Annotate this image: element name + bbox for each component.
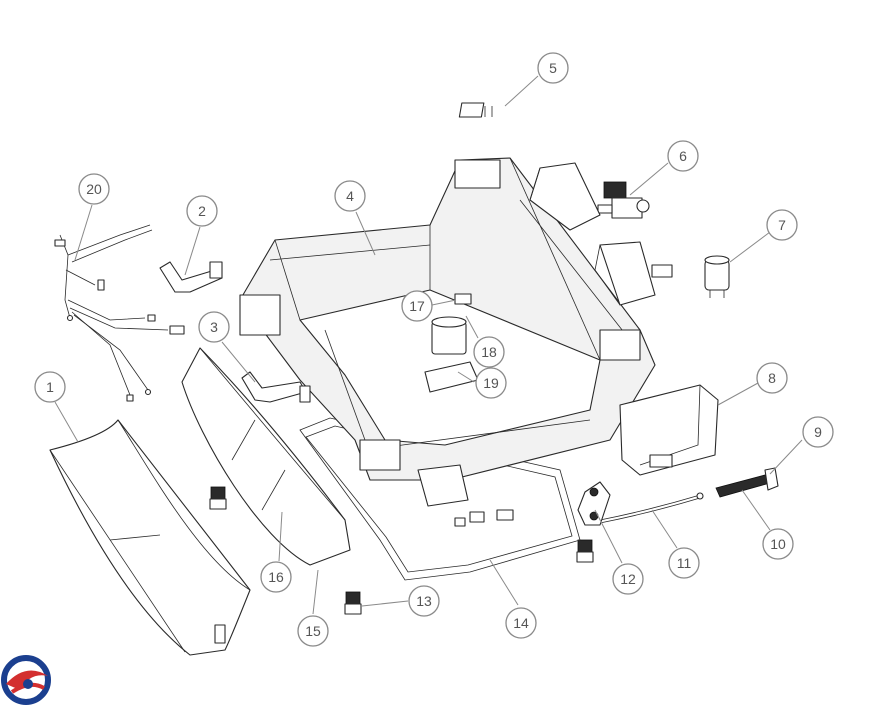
leader-5 [504,75,539,107]
leader-19 [457,371,475,383]
callout-10: 10 [762,528,794,560]
logo-core [23,679,33,689]
callout-label: 17 [409,298,425,314]
part-13-leveling-feet [209,486,594,615]
part-17-18-19-sump [417,293,479,507]
callout-label: 12 [620,571,636,587]
callout-label: 14 [513,615,529,631]
leader-17 [431,299,457,306]
leader-13 [361,600,409,607]
callout-label: 11 [677,555,692,571]
callout-11: 11 [668,547,700,579]
logo-ring-outer [1,655,51,705]
part-5-connector [458,102,493,118]
callout-17: 17 [401,290,433,322]
part-8-control-box [619,384,719,476]
callout-label: 13 [416,593,432,609]
leader-4 [355,211,376,256]
leader-7 [729,231,771,263]
callout-label: 4 [346,188,354,204]
callout-label: 20 [86,181,102,197]
leader-11 [651,509,678,549]
insulation-blocks [529,162,673,306]
leader-2 [184,226,201,276]
leader-15 [312,569,319,615]
callout-3: 3 [198,311,230,343]
leader-20 [74,204,93,261]
part-3-hinge-arm [241,371,311,403]
part-7-sensor [704,255,730,298]
part-6-inlet-valve [597,181,650,219]
leader-16 [278,511,283,562]
part-1-kick-panel [49,419,251,656]
callout-6: 6 [667,140,699,172]
callout-label: 18 [481,344,497,360]
callout-label: 15 [305,623,321,639]
callout-18: 18 [473,336,505,368]
callout-20: 20 [78,173,110,205]
callout-label: 2 [198,203,206,219]
part-2-hinge-arm [159,261,223,293]
callout-label: 3 [210,319,218,335]
callout-label: 8 [768,370,776,386]
leader-10 [741,489,771,531]
callout-15: 15 [297,615,329,647]
callout-1: 1 [34,371,66,403]
callout-label: 10 [770,536,786,552]
leader-9 [769,439,803,475]
callout-8: 8 [756,362,788,394]
callout-5: 5 [537,52,569,84]
leader-6 [629,162,669,196]
callout-label: 19 [483,375,499,391]
leader-3 [221,341,256,383]
part-11-hose [599,492,704,524]
part-20-wiring-harness [54,224,185,402]
callout-12: 12 [612,563,644,595]
callout-label: 9 [814,424,822,440]
part-12-pump-bracket [577,481,611,526]
callout-4: 4 [334,180,366,212]
callout-19: 19 [475,367,507,399]
callout-16: 16 [260,561,292,593]
leader-8 [717,382,759,406]
callout-label: 7 [778,217,786,233]
leader-lines [54,75,803,615]
leader-18 [465,315,479,339]
brand-logo [1,655,51,705]
leader-1 [54,401,79,443]
callout-7: 7 [766,209,798,241]
callout-13: 13 [408,585,440,617]
part-9-10-heater [715,467,779,498]
callout-label: 16 [268,569,284,585]
callout-label: 6 [679,148,687,164]
leader-14 [489,559,519,606]
part-15-16-lower-panel [181,347,351,566]
callout-14: 14 [505,607,537,639]
callout-label: 1 [46,379,54,395]
callout-9: 9 [802,416,834,448]
callout-2: 2 [186,195,218,227]
callout-label: 5 [549,60,557,76]
leader-12 [594,509,623,564]
